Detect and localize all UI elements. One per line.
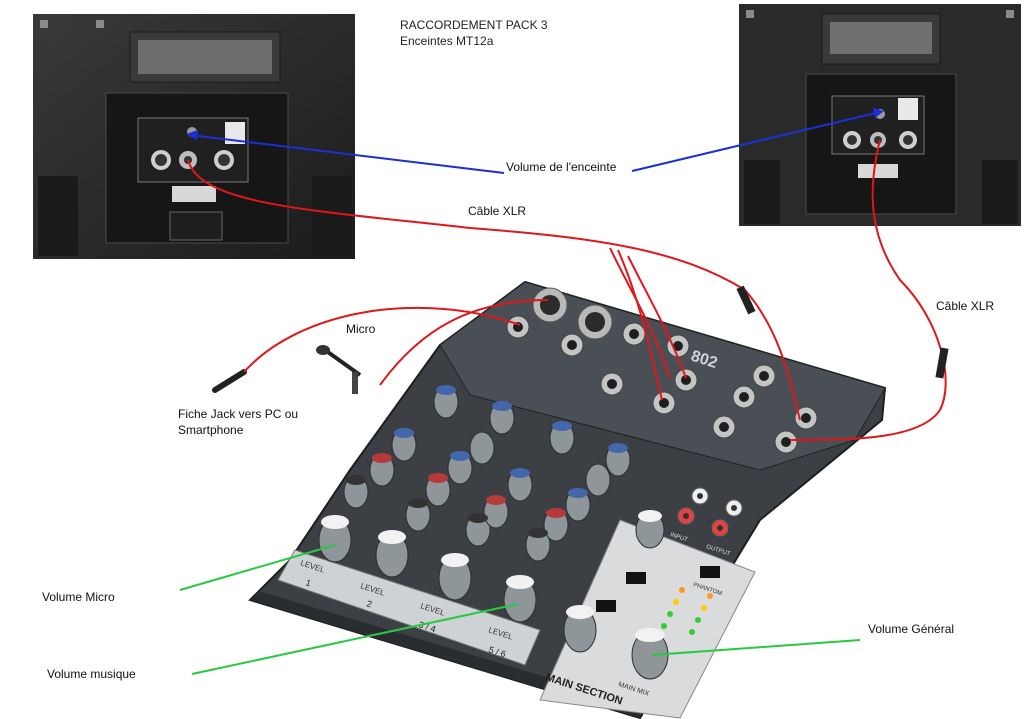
label-cable-xlr-2: Câble XLR <box>936 299 995 313</box>
blue-arrow-right <box>631 111 881 172</box>
channel-label-1: 1 <box>304 577 312 588</box>
channel-label-2: 2 <box>365 598 373 609</box>
label-fiche-jack-2: Smartphone <box>178 423 244 437</box>
label-volume-enceinte: Volume de l'enceinte <box>506 160 617 174</box>
pointer-volume-musique <box>191 603 519 675</box>
blue-arrowhead-left <box>186 130 198 140</box>
mixer: 802 LEVEL 1 LEVEL 2 LEVEL 3 / 4 LEVEL 5 … <box>248 280 887 719</box>
jack-plug <box>212 369 247 393</box>
label-volume-musique: Volume musique <box>47 667 136 681</box>
label-volume-general: Volume Général <box>868 622 955 636</box>
jack-cable <box>243 306 521 373</box>
label-fiche-jack-1: Fiche Jack vers PC ou <box>178 407 299 421</box>
label-micro: Micro <box>346 322 376 336</box>
xlr-cable-left <box>187 159 801 421</box>
label-volume-micro: Volume Micro <box>42 590 115 604</box>
microphone <box>316 345 362 394</box>
cables <box>179 108 949 675</box>
pointer-volume-micro <box>179 544 336 591</box>
mic-cable <box>379 299 549 386</box>
diagram-title: RACCORDEMENT PACK 3 <box>400 18 548 32</box>
pointer-volume-general <box>651 639 861 656</box>
diagram-subtitle: Enceintes MT12a <box>400 34 494 48</box>
blue-arrow-left <box>189 134 505 174</box>
input-label: INPUT <box>669 532 688 543</box>
label-cable-xlr-1: Câble XLR <box>468 204 527 218</box>
blue-arrowhead-right <box>873 108 884 118</box>
right-speaker <box>739 4 1021 226</box>
